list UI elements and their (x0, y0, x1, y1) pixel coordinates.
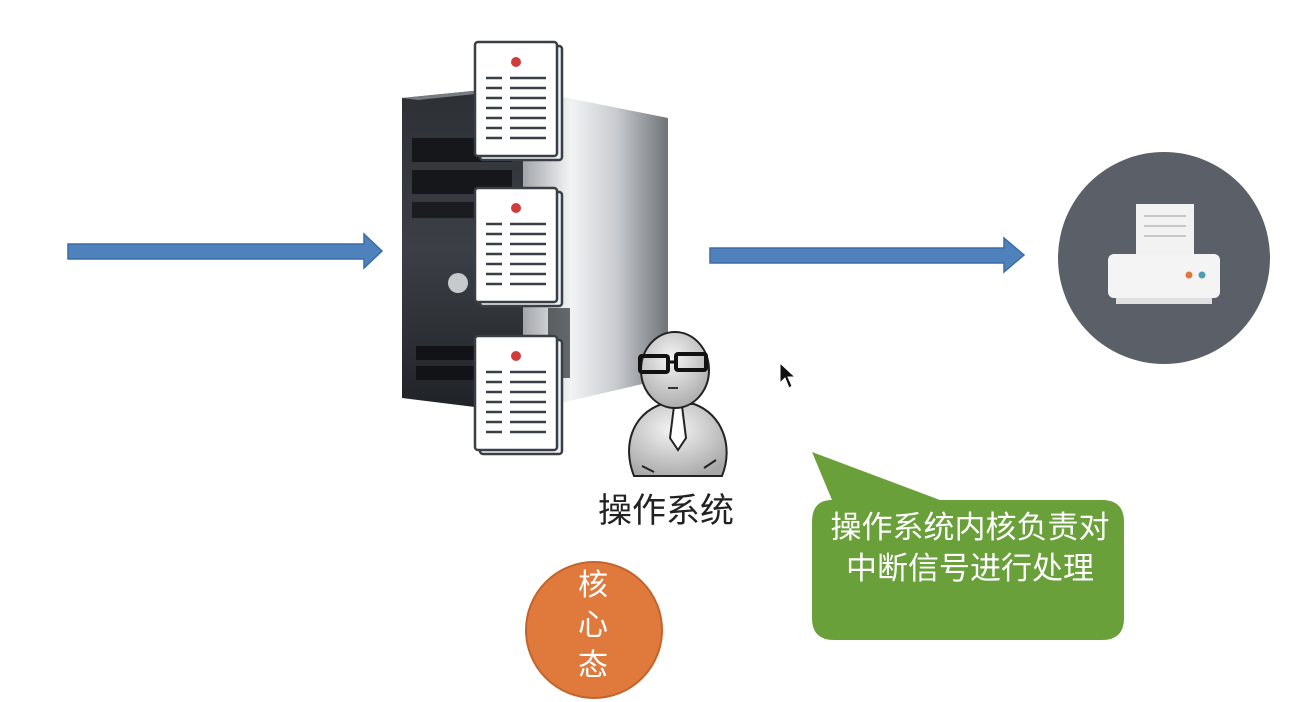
sketch-person-icon (628, 331, 728, 477)
printer-icon (1058, 152, 1270, 364)
kernel-state-label: 核 心 态 (572, 566, 614, 686)
os-label: 操作系统 (598, 491, 734, 531)
input-arrow-icon (67, 232, 384, 270)
document-icon (473, 40, 564, 162)
kernel-state-circle (525, 561, 663, 699)
document-icon (473, 334, 564, 456)
kernel-state-char: 态 (578, 648, 608, 683)
callout-text: 操作系统内核负责对中断信号进行处理 (830, 510, 1110, 587)
output-arrow-icon (709, 236, 1026, 274)
mouse-pointer-icon (779, 362, 797, 389)
kernel-state-char: 核 (578, 568, 608, 603)
callout-bubble (812, 452, 1124, 640)
document-icon (473, 186, 564, 308)
kernel-state-char: 心 (578, 608, 608, 643)
